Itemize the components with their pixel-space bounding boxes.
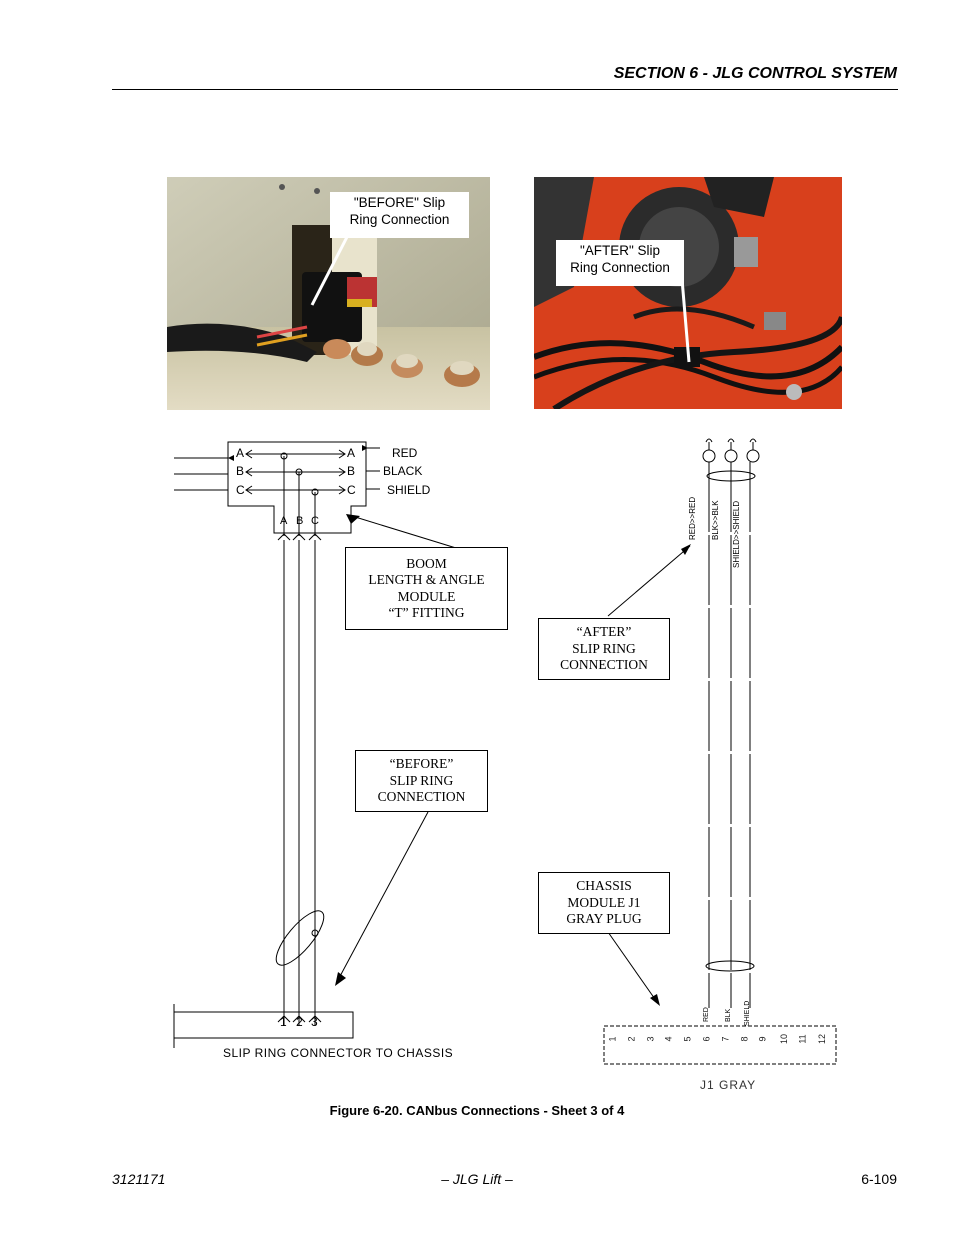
pin-letter-a-right: A xyxy=(347,446,356,460)
wiring-diagram xyxy=(173,438,837,1065)
wire-label-shield: SHIELD xyxy=(387,483,431,497)
j1-pin-7: 7 xyxy=(720,1036,731,1042)
before-photo-label: "BEFORE" Slip Ring Connection xyxy=(330,192,469,238)
j1-pin-3: 3 xyxy=(645,1036,656,1042)
wire-tag-blk: BLK>>BLK xyxy=(711,500,720,540)
callout-boom-module: BOOM LENGTH & ANGLE MODULE “T” FITTING xyxy=(345,547,508,630)
callout-chassis-module: CHASSIS MODULE J1 GRAY PLUG xyxy=(538,872,670,934)
footer-doc-number: 3121171 xyxy=(112,1171,166,1187)
pin-letter-b-left: B xyxy=(236,464,245,478)
footer-center: – JLG Lift – xyxy=(441,1171,513,1187)
bottom-pin-2: 2 xyxy=(296,1015,303,1029)
header-rule xyxy=(112,89,898,90)
j1-pin-11: 11 xyxy=(797,1034,808,1044)
after-photo-label: "AFTER" Slip Ring Connection xyxy=(556,240,684,286)
j1-pin-1: 1 xyxy=(607,1036,618,1042)
callout-after-slip-ring: “AFTER” SLIP RING CONNECTION xyxy=(538,618,670,680)
pin-letter-c-left: C xyxy=(236,483,245,497)
wire-label-black: BLACK xyxy=(383,464,423,478)
j1-gray-label: J1 GRAY xyxy=(700,1078,757,1092)
module-block xyxy=(227,441,367,534)
pin-letter-c-bottom: C xyxy=(311,515,319,527)
pin-letter-a-left: A xyxy=(236,446,245,460)
wire-small-tag-blk: BLK xyxy=(725,1008,732,1022)
j1-pin-4: 4 xyxy=(663,1036,674,1042)
j1-pin-6: 6 xyxy=(701,1036,712,1042)
after-photo: "AFTER" Slip Ring Connection xyxy=(534,177,842,409)
callout-before-slip-ring: “BEFORE” SLIP RING CONNECTION xyxy=(355,750,488,812)
j1-pin-12: 12 xyxy=(816,1033,827,1045)
pin-letter-b-right: B xyxy=(347,464,356,478)
figure-caption: Figure 6-20. CANbus Connections - Sheet … xyxy=(329,1103,625,1118)
pin-letter-c-right: C xyxy=(347,483,356,497)
before-photo: "BEFORE" Slip Ring Connection xyxy=(167,177,490,410)
wire-tag-shield: SHIELD>>SHIELD xyxy=(732,500,741,568)
bottom-pin-3: 3 xyxy=(311,1015,318,1029)
bottom-pin-1: 1 xyxy=(280,1015,287,1029)
pin-letter-b-bottom: B xyxy=(296,515,304,527)
slip-ring-connector-label: SLIP RING CONNECTOR TO CHASSIS xyxy=(223,1046,454,1060)
section-title: SECTION 6 - JLG CONTROL SYSTEM xyxy=(613,65,897,82)
wire-label-red: RED xyxy=(392,446,418,460)
wire-small-tag-shield: SHIELD xyxy=(744,1000,751,1026)
j1-pin-10: 10 xyxy=(779,1033,790,1045)
wire-tag-red: RED>>RED xyxy=(688,496,697,540)
j1-pin-8: 8 xyxy=(739,1036,750,1042)
j1-pin-2: 2 xyxy=(626,1036,637,1042)
pin-letter-a-bottom: A xyxy=(280,515,288,527)
j1-pin-5: 5 xyxy=(682,1036,693,1042)
wire-small-tag-red: RED xyxy=(703,1007,710,1022)
j1-pin-9: 9 xyxy=(757,1036,768,1042)
footer-page-number: 6-109 xyxy=(861,1171,897,1187)
